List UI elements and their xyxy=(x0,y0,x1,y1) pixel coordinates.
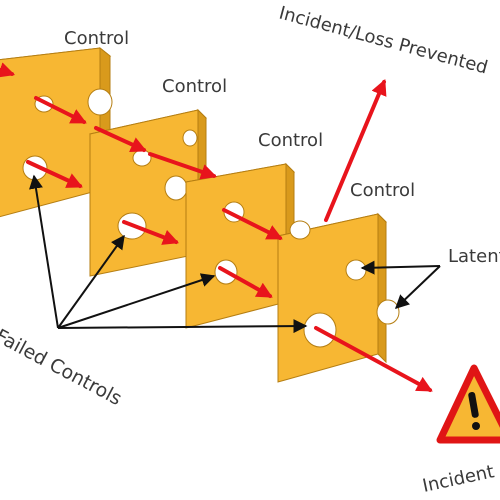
cheese-slice-4 xyxy=(277,212,400,383)
hazard-arrow-3a xyxy=(122,220,179,245)
hazard-arrow-1a xyxy=(34,96,87,124)
slice-4-hole-3 xyxy=(376,299,400,325)
hazard-arrow-1b xyxy=(94,126,147,152)
hazard-arrow-1c xyxy=(148,152,218,180)
hazard-arrow-2b xyxy=(222,208,283,240)
slice-2-hole-2 xyxy=(182,129,198,147)
hazard-arrow-2a xyxy=(26,160,83,188)
hazard-trajectories xyxy=(0,62,433,392)
incident-label: Incident xyxy=(421,461,496,497)
prevented-arrow xyxy=(324,79,387,222)
control-label-4: Control xyxy=(350,180,415,201)
control-label-2: Control xyxy=(162,76,227,97)
hazard-arrow-to-incident xyxy=(314,326,433,392)
slice-2-hole-3 xyxy=(164,175,188,201)
failed-controls-pointers xyxy=(29,174,308,334)
slice-4-hole-2 xyxy=(345,259,367,281)
slice-1-hole-2 xyxy=(87,88,113,116)
failed-controls-label: Failed Controls xyxy=(0,325,125,410)
hazard-arrow-3b xyxy=(218,266,273,298)
incident-prevented-label: Incident/Loss Prevented xyxy=(277,3,490,79)
warning-triangle-icon xyxy=(436,364,500,444)
latent-pointers xyxy=(360,260,441,309)
control-label-3: Control xyxy=(258,130,323,151)
latent-label: Latent xyxy=(448,246,500,267)
control-label-1: Control xyxy=(64,28,129,49)
slice-2-hole-1 xyxy=(132,149,152,167)
hazard-arrow-entry xyxy=(0,62,16,78)
slice-4-hole-1 xyxy=(289,220,311,240)
